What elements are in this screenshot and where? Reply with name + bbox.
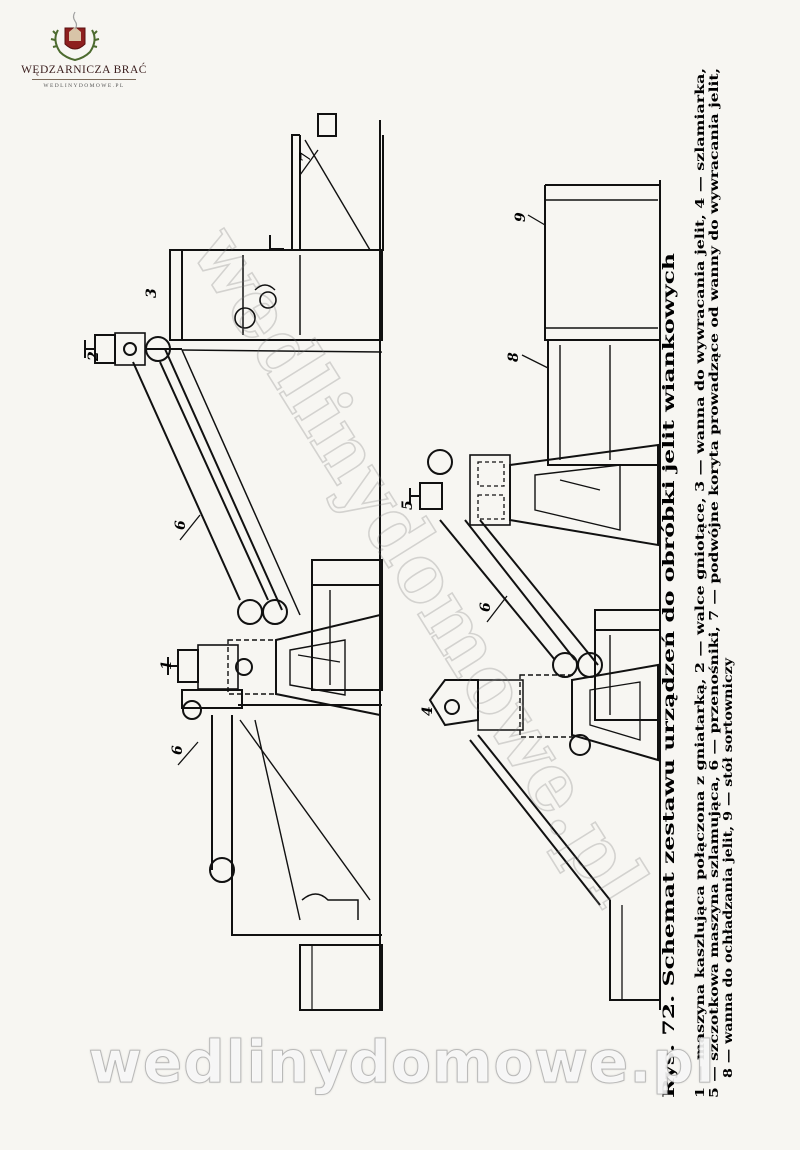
- callout-3: 3: [144, 288, 160, 298]
- callouts: 7 3 2 6 1 6 9 8 5 6 4: [86, 149, 549, 766]
- legend-line-1: 1 — maszyna kaszlująca połączona z gniat…: [693, 68, 707, 1098]
- callout-8: 8: [506, 352, 522, 362]
- upper-equipment-line: [84, 113, 384, 1011]
- callout-6-left: 6: [170, 745, 186, 755]
- logo-emblem-icon: [50, 11, 100, 62]
- lower-equipment-line: [409, 180, 661, 1010]
- watermark-diagonal: wedlinydomowe.pl: [173, 211, 664, 922]
- legend-line-2: 5 — szczotkowa maszyna szlamująca, 6 — p…: [707, 68, 721, 1098]
- callout-1: 1: [159, 660, 175, 670]
- callout-5: 5: [400, 500, 416, 510]
- callout-9: 9: [513, 212, 529, 222]
- logo-name: WĘDZARNICZA BRAĆ: [21, 64, 147, 76]
- callout-4: 4: [420, 706, 436, 716]
- callout-6-upper: 6: [173, 520, 189, 530]
- callout-2: 2: [86, 351, 102, 362]
- callout-6-lower: 6: [478, 602, 494, 612]
- logo-url: WEDLINYDOMOWE.PL: [43, 83, 125, 89]
- watermark-bottom: wedlinydomowe.pl: [88, 1028, 716, 1097]
- logo-divider: [32, 79, 136, 80]
- callout-7: 7: [298, 152, 314, 162]
- figure-title: Rys. 72. Schemat zestawu urządzeń do obr…: [659, 253, 678, 1098]
- figure-caption: Rys. 72. Schemat zestawu urządzeń do obr…: [659, 68, 735, 1098]
- legend-line-3: 8 — wanna do ochładzania jelit, 9 — stół…: [721, 657, 735, 1078]
